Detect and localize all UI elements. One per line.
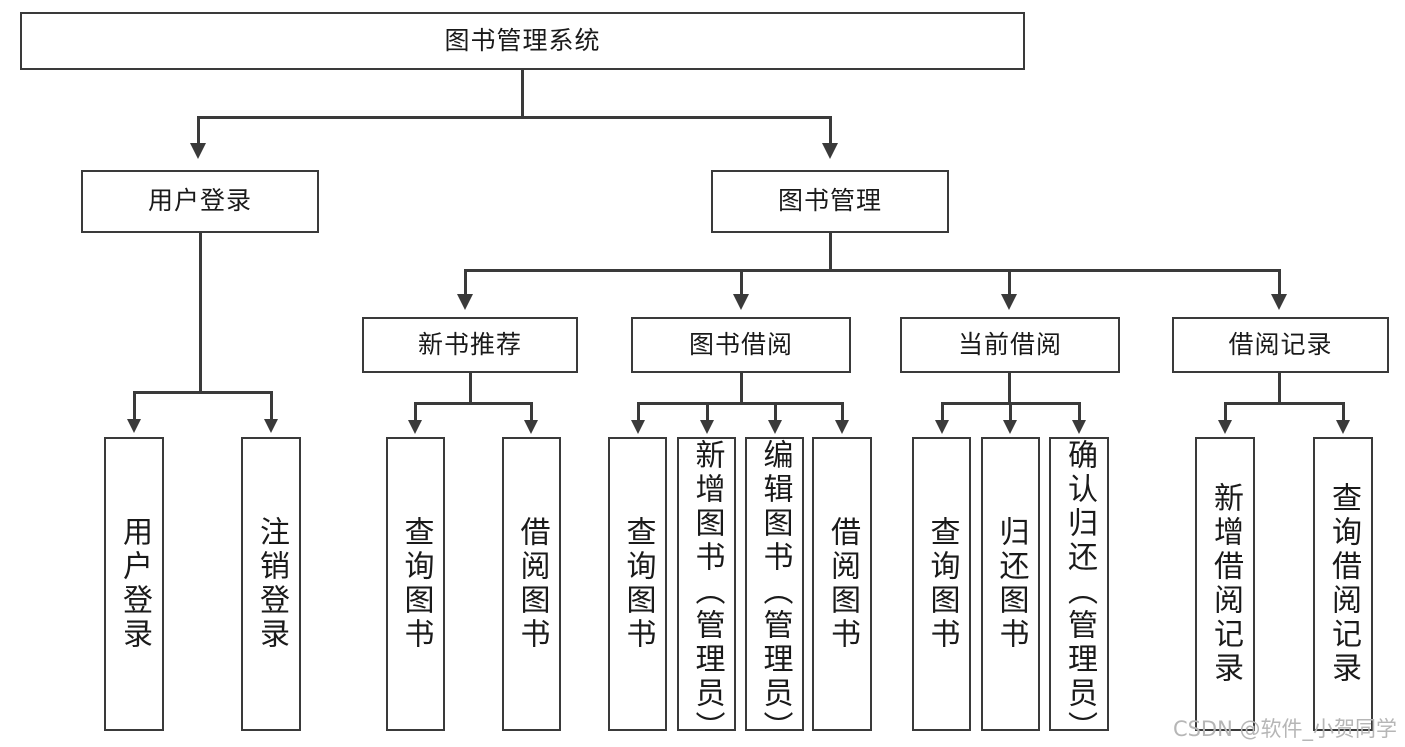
node-book-borrow[interactable]: 图书借阅 bbox=[631, 317, 851, 373]
leaf-book-edit-admin[interactable]: 编辑图书（管理员） bbox=[745, 437, 804, 745]
arrow-borrow-record-to-leaf-2 bbox=[1336, 420, 1350, 434]
connector-book-borrow-to-leaf-4 bbox=[841, 402, 844, 422]
node-label: 编辑图书（管理员） bbox=[757, 439, 793, 745]
connector-book-borrow-stem bbox=[740, 373, 743, 404]
connector-new-book-to-leaf-1 bbox=[414, 402, 417, 422]
connector-root-to-book-management bbox=[829, 116, 832, 145]
node-label: 确认归还（管理员） bbox=[1062, 439, 1097, 745]
arrow-current-borrow-to-leaf-3 bbox=[1072, 420, 1086, 434]
connector-borrow-record-to-leaf-1 bbox=[1224, 402, 1227, 422]
arrow-book-borrow-to-leaf-1 bbox=[631, 420, 645, 434]
connector-new-book-stem bbox=[469, 373, 472, 404]
arrow-bus-to-book-borrow bbox=[733, 294, 749, 310]
node-label: 用户登录 bbox=[117, 516, 152, 652]
connector-user-login-stem bbox=[199, 233, 202, 393]
connector-book-management-stem bbox=[829, 233, 832, 271]
connector-root-stem bbox=[521, 70, 524, 117]
connector-borrow-record-to-leaf-2 bbox=[1342, 402, 1345, 422]
arrow-book-borrow-to-leaf-2 bbox=[700, 420, 714, 434]
node-label: 借阅图书 bbox=[825, 516, 860, 652]
connector-user-login-bus bbox=[133, 391, 272, 394]
arrow-user-login-to-leaf-1 bbox=[127, 419, 141, 433]
node-label: 图书管理系统 bbox=[444, 25, 601, 55]
leaf-new-book-query[interactable]: 查询图书 bbox=[386, 437, 445, 731]
node-label: 查询借阅记录 bbox=[1326, 482, 1361, 686]
leaf-query-borrow-record[interactable]: 查询借阅记录 bbox=[1313, 437, 1373, 731]
arrow-book-borrow-to-leaf-4 bbox=[835, 420, 849, 434]
leaf-book-add-admin[interactable]: 新增图书（管理员） bbox=[677, 437, 736, 745]
arrow-book-borrow-to-leaf-3 bbox=[768, 420, 782, 434]
connector-current-borrow-to-leaf-1 bbox=[941, 402, 944, 422]
arrow-root-to-book-management bbox=[822, 143, 838, 159]
connector-root-to-user-login bbox=[197, 116, 200, 145]
node-label: 新增图书（管理员） bbox=[689, 439, 725, 745]
connector-root-bus bbox=[197, 116, 832, 119]
arrow-user-login-to-leaf-2 bbox=[264, 419, 278, 433]
connector-bus-to-book-borrow bbox=[740, 269, 743, 296]
connector-bus-to-new-book bbox=[464, 269, 467, 296]
node-label: 查询图书 bbox=[924, 516, 960, 652]
node-label: 查询图书 bbox=[398, 516, 434, 652]
node-label: 借阅图书 bbox=[514, 516, 550, 652]
arrow-new-book-to-leaf-2 bbox=[524, 420, 538, 434]
arrow-new-book-to-leaf-1 bbox=[408, 420, 422, 434]
leaf-user-login[interactable]: 用户登录 bbox=[104, 437, 164, 731]
connector-current-borrow-to-leaf-3 bbox=[1078, 402, 1081, 422]
node-current-borrow[interactable]: 当前借阅 bbox=[900, 317, 1120, 373]
connector-borrow-record-bus bbox=[1224, 402, 1344, 405]
node-root-book-management-system[interactable]: 图书管理系统 bbox=[20, 12, 1025, 70]
connector-book-borrow-to-leaf-1 bbox=[637, 402, 640, 422]
connector-bus-to-current-borrow bbox=[1008, 269, 1011, 296]
connector-current-borrow-to-leaf-2 bbox=[1009, 402, 1012, 422]
node-user-login[interactable]: 用户登录 bbox=[81, 170, 319, 233]
arrow-root-to-user-login bbox=[190, 143, 206, 159]
node-label: 用户登录 bbox=[147, 186, 252, 216]
node-book-management[interactable]: 图书管理 bbox=[711, 170, 949, 233]
connector-book-borrow-bus bbox=[637, 402, 842, 405]
node-label: 当前借阅 bbox=[957, 329, 1062, 359]
arrow-current-borrow-to-leaf-2 bbox=[1003, 420, 1017, 434]
node-label: 新增借阅记录 bbox=[1208, 482, 1243, 686]
node-label: 借阅记录 bbox=[1228, 329, 1333, 359]
leaf-book-borrow-query[interactable]: 查询图书 bbox=[608, 437, 667, 731]
connector-book-borrow-to-leaf-3 bbox=[774, 402, 777, 422]
connector-level2-bus bbox=[464, 269, 1281, 272]
node-label: 新书推荐 bbox=[417, 329, 522, 359]
leaf-add-borrow-record[interactable]: 新增借阅记录 bbox=[1195, 437, 1255, 731]
leaf-confirm-return-admin[interactable]: 确认归还（管理员） bbox=[1049, 437, 1109, 745]
arrow-bus-to-new-book bbox=[457, 294, 473, 310]
leaf-return-book[interactable]: 归还图书 bbox=[981, 437, 1040, 731]
connector-new-book-bus bbox=[414, 402, 532, 405]
leaf-book-borrow-action[interactable]: 借阅图书 bbox=[812, 437, 872, 731]
node-new-book-recommend[interactable]: 新书推荐 bbox=[362, 317, 578, 373]
arrow-bus-to-borrow-record bbox=[1271, 294, 1287, 310]
node-label: 查询图书 bbox=[620, 516, 656, 652]
node-label: 图书管理 bbox=[777, 186, 882, 216]
node-label: 归还图书 bbox=[993, 516, 1029, 652]
arrow-borrow-record-to-leaf-1 bbox=[1218, 420, 1232, 434]
watermark-text: CSDN @软件_小贺同学 bbox=[1172, 717, 1397, 741]
node-borrow-record[interactable]: 借阅记录 bbox=[1172, 317, 1389, 373]
connector-user-login-to-leaf-2 bbox=[270, 391, 273, 421]
leaf-current-query-book[interactable]: 查询图书 bbox=[912, 437, 971, 731]
arrow-bus-to-current-borrow bbox=[1001, 294, 1017, 310]
leaf-logout[interactable]: 注销登录 bbox=[241, 437, 301, 731]
arrow-current-borrow-to-leaf-1 bbox=[935, 420, 949, 434]
leaf-new-book-borrow[interactable]: 借阅图书 bbox=[502, 437, 561, 731]
connector-user-login-to-leaf-1 bbox=[133, 391, 136, 421]
connector-new-book-to-leaf-2 bbox=[530, 402, 533, 422]
node-label: 图书借阅 bbox=[688, 329, 793, 359]
connector-book-borrow-to-leaf-2 bbox=[706, 402, 709, 422]
connector-current-borrow-stem bbox=[1008, 373, 1011, 404]
node-label: 注销登录 bbox=[254, 516, 289, 652]
connector-bus-to-borrow-record bbox=[1278, 269, 1281, 296]
connector-borrow-record-stem bbox=[1278, 373, 1281, 404]
